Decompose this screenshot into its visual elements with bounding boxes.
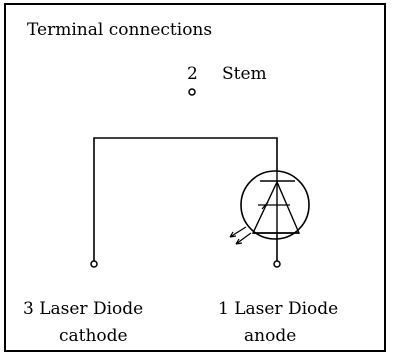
diode-inner-tick <box>261 201 269 210</box>
cathode-label-line2: cathode <box>59 326 128 346</box>
cathode-label-line1: 3 Laser Diode <box>23 299 144 319</box>
laser-diode-package <box>240 170 310 240</box>
anode-label-line2: anode <box>244 326 297 346</box>
diagram-frame <box>4 3 386 352</box>
anode-terminal <box>273 260 281 268</box>
cathode-terminal <box>90 260 98 268</box>
diagram-title: Terminal connections <box>27 20 213 40</box>
anode-label-line1: 1 Laser Diode <box>218 299 339 319</box>
stem-pin-number: 2 <box>187 64 198 84</box>
stem-pin-label: Stem <box>222 64 267 84</box>
cathode-wire <box>93 137 278 261</box>
stem-terminal <box>188 88 196 96</box>
emission-arrows-icon <box>229 226 252 245</box>
diode-triangle <box>251 180 301 234</box>
